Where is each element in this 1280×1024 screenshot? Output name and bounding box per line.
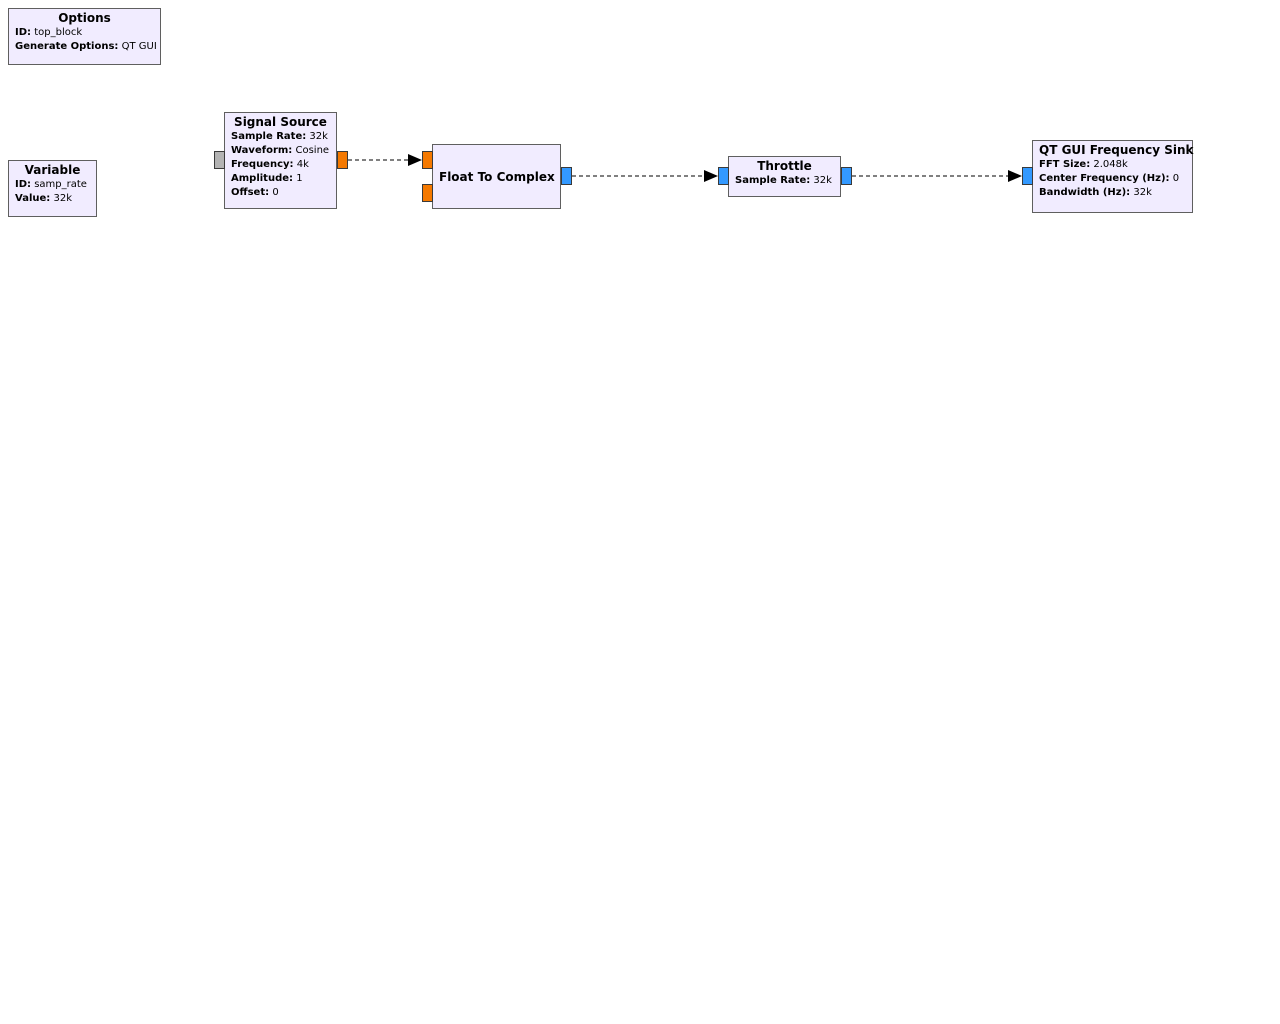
block-param-amplitude: Amplitude: 1 [231, 173, 303, 184]
block-title: Signal Source [234, 115, 327, 129]
block-param-value: Value: 32k [15, 193, 72, 204]
block-param-center-frequency: Center Frequency (Hz): 0 [1039, 173, 1180, 184]
float-to-complex-output-port[interactable] [561, 167, 572, 185]
block-param-offset: Offset: 0 [231, 187, 279, 198]
frequency-sink-input-port[interactable] [1022, 167, 1033, 185]
signal-source-output-port[interactable] [337, 151, 348, 169]
block-title: Float To Complex [439, 170, 555, 184]
block-param-id: ID: top_block [15, 27, 83, 38]
block-title: QT GUI Frequency Sink [1039, 143, 1194, 157]
block-title: Options [58, 11, 111, 25]
options-block[interactable]: Options ID: top_block Generate Options: … [8, 8, 161, 65]
throttle-block[interactable]: Throttle Sample Rate: 32k [728, 156, 841, 197]
block-title: Variable [24, 163, 81, 177]
throttle-output-port[interactable] [841, 167, 852, 185]
block-param-fft-size: FFT Size: 2.048k [1039, 159, 1128, 170]
float-to-complex-im-input-port[interactable] [422, 184, 433, 202]
signal-source-block[interactable]: Signal Source Sample Rate: 32k Waveform:… [224, 112, 337, 209]
float-to-complex-re-input-port[interactable] [422, 151, 433, 169]
block-param-frequency: Frequency: 4k [231, 159, 309, 170]
block-title: Throttle [757, 159, 812, 173]
block-param-waveform: Waveform: Cosine [231, 145, 330, 156]
block-param-id: ID: samp_rate [15, 179, 87, 190]
block-param-sample-rate: Sample Rate: 32k [735, 175, 832, 186]
float-to-complex-block[interactable]: Float To Complex [432, 144, 561, 209]
block-param-bandwidth: Bandwidth (Hz): 32k [1039, 187, 1152, 198]
block-param-sample-rate: Sample Rate: 32k [231, 131, 328, 142]
qt-gui-frequency-sink-block[interactable]: QT GUI Frequency Sink FFT Size: 2.048k C… [1032, 140, 1194, 213]
throttle-input-port[interactable] [718, 167, 729, 185]
variable-block[interactable]: Variable ID: samp_rate Value: 32k [8, 160, 97, 217]
block-param-generate-options: Generate Options: QT GUI [15, 41, 157, 52]
signal-source-message-port[interactable] [214, 151, 225, 169]
